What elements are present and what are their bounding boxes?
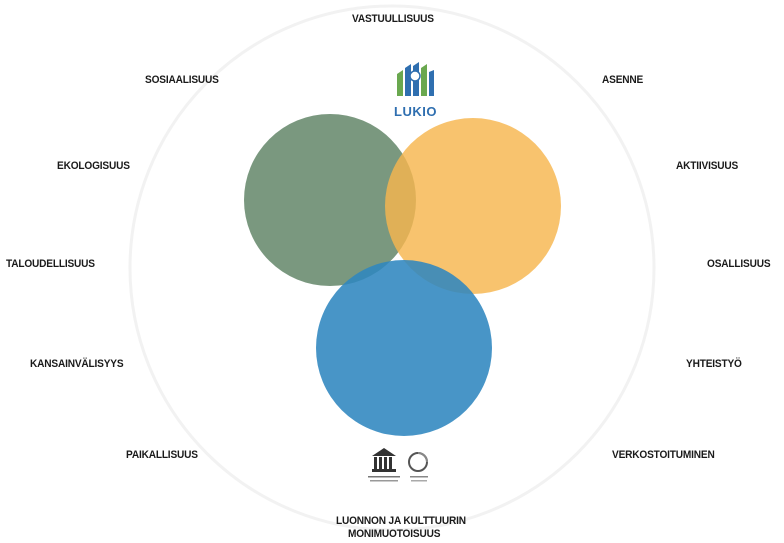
keyword-asenne: ASENNE xyxy=(602,74,644,86)
lukio-logo-icon xyxy=(392,62,438,100)
keyword-luonnon-monimuotoisuus-line1: LUONNON JA KULTTUURIN xyxy=(336,515,466,527)
orange-circle xyxy=(385,118,561,294)
keyword-luonnon-monimuotoisuus-line2: MONIMUOTOISUUS xyxy=(348,528,441,540)
keyword-verkostoituminen: VERKOSTOITUMINEN xyxy=(612,449,715,461)
keyword-sosiaalisuus: SOSIAALISUUS xyxy=(145,74,219,86)
keyword-aktiivisuus: AKTIIVISUUS xyxy=(676,160,739,172)
unesco-logo-icon xyxy=(368,448,400,482)
partner-logo-icon xyxy=(408,452,428,482)
keyword-paikallisuus: PAIKALLISUUS xyxy=(126,449,198,461)
keyword-osallisuus: OSALLISUUS xyxy=(707,258,771,270)
keyword-kansainvalisyys: KANSAINVÄLISYYS xyxy=(30,358,124,370)
background-ring xyxy=(128,4,656,532)
keyword-taloudellisuus: TALOUDELLISUUS xyxy=(6,258,95,270)
keyword-yhteistyo: YHTEISTYÖ xyxy=(686,358,742,370)
lukio-logo-text: LUKIO xyxy=(394,104,437,119)
keyword-vastuullisuus: VASTUULLISUUS xyxy=(352,13,434,25)
blue-circle xyxy=(316,260,492,436)
green-circle xyxy=(244,114,416,286)
keyword-ekologisuus: EKOLOGISUUS xyxy=(57,160,130,172)
